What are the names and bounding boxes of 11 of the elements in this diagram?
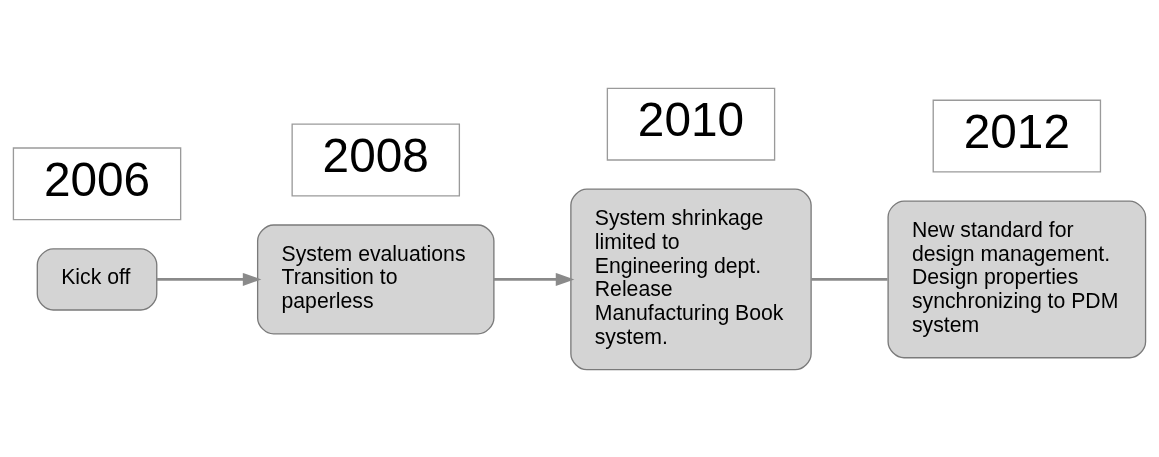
node-box: New standard for design management. Design properties synchronizing to PDM system bbox=[887, 199, 1147, 358]
node-box: System evaluations Transition to paperless bbox=[256, 223, 495, 334]
connector bbox=[811, 277, 888, 281]
node-box: Kick off bbox=[36, 247, 158, 311]
node-box: System shrinkage limited to Engineering dept. Release Manufacturing Book system. bbox=[570, 188, 812, 370]
node-box: 2012 bbox=[932, 99, 1102, 173]
arrow bbox=[493, 272, 575, 286]
node-box: 2008 bbox=[291, 123, 461, 196]
arrow bbox=[156, 272, 262, 286]
node-box: 2010 bbox=[606, 87, 776, 161]
node-box: 2006 bbox=[12, 146, 182, 220]
